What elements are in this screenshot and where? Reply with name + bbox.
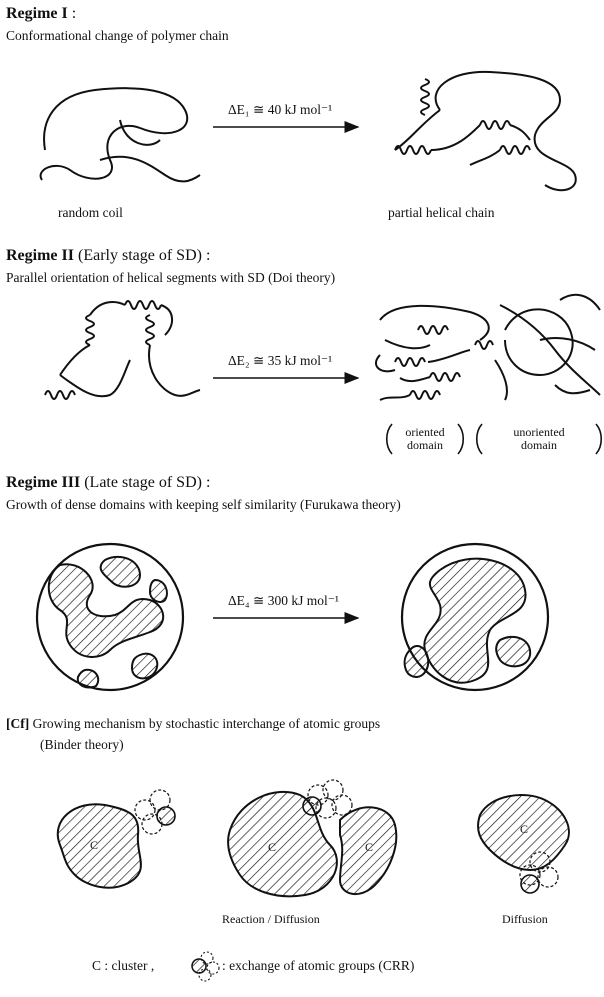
- regime3-left-circle: [37, 544, 183, 690]
- regime2-energy: ΔE₂ ≅ 35 kJ mol⁻¹: [228, 353, 332, 369]
- regime3-energy: ΔE₄ ≅ 300 kJ mol⁻¹: [228, 593, 339, 609]
- cluster-middle-letter-2: C: [365, 840, 373, 855]
- cluster-middle-letter-1: C: [268, 840, 276, 855]
- cluster-left: [58, 790, 175, 888]
- regime1-title: Regime I :: [6, 5, 76, 23]
- reaction-diffusion-caption: Reaction / Diffusion: [222, 912, 320, 927]
- regime1-energy: ΔE₁ ≅ 40 kJ mol⁻¹: [228, 102, 332, 118]
- partial-helical-chain-label: partial helical chain: [388, 205, 494, 221]
- regime3-title-bold: Regime III: [6, 474, 80, 491]
- exchange-legend-icon: [192, 952, 219, 981]
- regime2-title-rest: (Early stage of SD) :: [74, 247, 210, 264]
- oriented-domain-label: oriented domain: [396, 426, 454, 452]
- legend-cluster: C : cluster ,: [92, 958, 154, 974]
- regime2-title: Regime II (Early stage of SD) :: [6, 247, 210, 265]
- regime3-subtitle: Growth of dense domains with keeping sel…: [6, 497, 401, 513]
- cluster-left-letter: C: [90, 838, 98, 853]
- cf-title-line2: (Binder theory): [40, 737, 124, 753]
- unoriented-domain-drawing: [495, 295, 600, 400]
- regime1-subtitle: Conformational change of polymer chain: [6, 28, 229, 44]
- legend-exchange: : exchange of atomic groups (CRR): [222, 958, 414, 974]
- regime1-title-bold: Regime I: [6, 5, 68, 22]
- regime1-title-rest: :: [68, 5, 76, 22]
- cluster-right: [478, 795, 569, 893]
- regime3-right-circle: [402, 544, 548, 690]
- cf-title: [Cf] Growing mechanism by stochastic int…: [6, 716, 380, 732]
- oriented-domain-drawing: [376, 306, 493, 400]
- helical-segments-left-drawing: [45, 301, 200, 399]
- cluster-middle: [228, 780, 396, 896]
- cf-title-rest: Growing mechanism by stochastic intercha…: [29, 716, 380, 731]
- regime2-title-bold: Regime II: [6, 247, 74, 264]
- oriented-domain-line2: domain: [396, 439, 454, 452]
- random-coil-drawing: [41, 88, 200, 181]
- partial-helical-chain-drawing: [395, 72, 576, 190]
- cf-title-bold: [Cf]: [6, 716, 29, 731]
- unoriented-domain-line2: domain: [484, 439, 594, 452]
- diffusion-caption: Diffusion: [502, 912, 548, 927]
- regime3-title: Regime III (Late stage of SD) :: [6, 474, 210, 492]
- unoriented-domain-label: unoriented domain: [484, 426, 594, 452]
- regime3-title-rest: (Late stage of SD) :: [80, 474, 210, 491]
- random-coil-label: random coil: [58, 205, 123, 221]
- cluster-right-letter: C: [520, 822, 528, 837]
- regime2-subtitle: Parallel orientation of helical segments…: [6, 270, 335, 286]
